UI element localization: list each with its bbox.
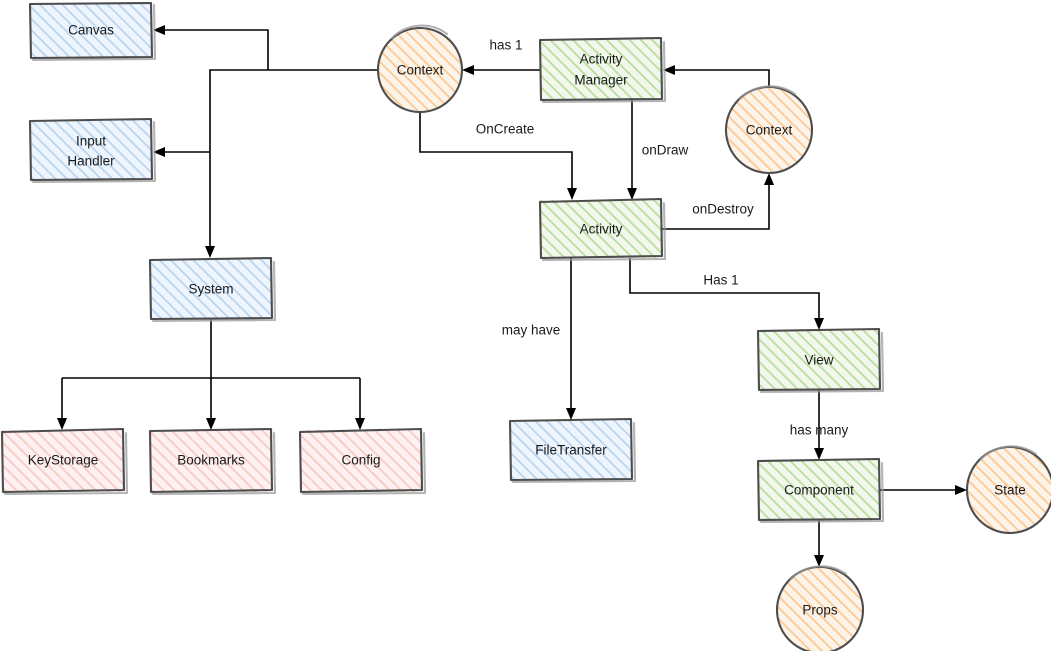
edge-context-to-activitymanager[interactable]: [663, 65, 770, 87]
edge-label-ondraw: onDraw: [642, 143, 689, 158]
edge-activity-to-view[interactable]: [629, 258, 824, 330]
edge-label-has-1-view: Has 1: [703, 273, 738, 288]
node-keystorage[interactable]: KeyStorage: [0, 427, 129, 496]
edge-component-to-props[interactable]: [814, 520, 824, 567]
edge-label-layer: has 1 OnCreate onDraw onDestroy may have…: [476, 38, 849, 438]
node-context-right[interactable]: Context: [724, 85, 814, 175]
edge-label-has-many: has many: [790, 423, 849, 438]
edge-context-to-leftcluster[interactable]: [153, 25, 378, 258]
node-system[interactable]: System: [148, 256, 277, 323]
node-filetransfer[interactable]: FileTransfer: [508, 417, 637, 484]
edge-activity-to-context-ondestroy[interactable]: [662, 173, 774, 230]
node-context-left[interactable]: Context: [376, 24, 464, 114]
edge-label-oncreate: OnCreate: [476, 122, 535, 137]
edge-layer: [57, 25, 967, 567]
edge-label-may-have: may have: [502, 323, 561, 338]
node-input-handler[interactable]: Input Handler: [28, 117, 157, 184]
edge-component-to-state[interactable]: [880, 485, 967, 495]
edge-activitymanager-to-context[interactable]: [462, 65, 540, 75]
edge-view-to-component[interactable]: [814, 390, 824, 460]
edge-label-ondestroy: onDestroy: [692, 202, 754, 217]
node-canvas[interactable]: Canvas: [28, 1, 157, 62]
edge-activitymanager-to-activity-ondraw[interactable]: [627, 100, 637, 200]
node-component[interactable]: Component: [756, 457, 885, 524]
edge-context-to-activity-oncreate[interactable]: [419, 112, 577, 200]
edge-system-to-storage-cluster[interactable]: [57, 319, 365, 430]
node-activity[interactable]: Activity: [538, 197, 667, 262]
node-bookmarks[interactable]: Bookmarks: [148, 427, 277, 496]
edge-activity-to-filetransfer[interactable]: [566, 258, 576, 420]
node-view[interactable]: View: [756, 327, 885, 394]
node-props[interactable]: Props: [775, 565, 865, 651]
node-state[interactable]: State: [965, 445, 1051, 535]
node-activity-manager[interactable]: Activity Manager: [538, 36, 667, 104]
node-config[interactable]: Config: [298, 427, 427, 496]
edge-label-has-1: has 1: [489, 38, 522, 53]
